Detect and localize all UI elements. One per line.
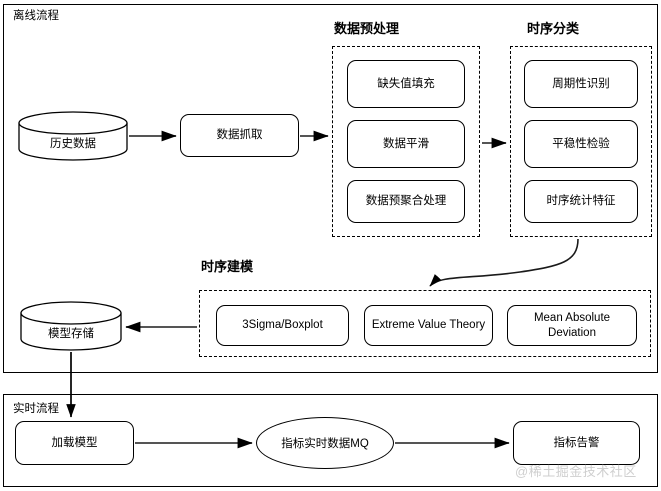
classify-item-2: 时序统计特征 (524, 180, 638, 223)
model-store-label: 模型存储 (48, 328, 94, 340)
modeling-item-0: 3Sigma/Boxplot (216, 305, 349, 346)
classify-item-1-label: 平稳性检验 (552, 137, 610, 150)
preprocess-group-title: 数据预处理 (334, 21, 400, 36)
metric-alarm-node: 指标告警 (513, 421, 640, 465)
preprocess-item-0: 缺失值填充 (347, 60, 465, 108)
load-model-label: 加载模型 (51, 436, 98, 449)
data-fetch-label: 数据抓取 (216, 129, 263, 142)
data-fetch-node: 数据抓取 (180, 114, 299, 157)
classify-item-0-label: 周期性识别 (552, 77, 610, 90)
modeling-item-2: Mean Absolute Deviation (507, 305, 637, 346)
preprocess-item-1: 数据平滑 (347, 120, 465, 168)
modeling-item-2-label: Mean Absolute Deviation (533, 311, 611, 339)
model-store-datastore: 模型存储 (20, 301, 122, 351)
preprocess-item-1-label: 数据平滑 (383, 137, 429, 150)
preprocess-group-box (332, 46, 480, 237)
modeling-item-1: Extreme Value Theory (364, 305, 493, 346)
classify-item-2-label: 时序统计特征 (546, 195, 616, 208)
modeling-item-0-label: 3Sigma/Boxplot (242, 319, 323, 332)
cylinder-shape (20, 301, 122, 351)
modeling-group-title: 时序建模 (201, 259, 254, 274)
modeling-group-box (199, 290, 651, 357)
offline-flow-label: 离线流程 (13, 10, 59, 22)
classify-group-title: 时序分类 (527, 21, 580, 36)
preprocess-item-0-label: 缺失值填充 (377, 77, 435, 90)
preprocess-item-2-label: 数据预聚合处理 (365, 195, 447, 208)
preprocess-item-2: 数据预聚合处理 (347, 180, 465, 223)
metric-mq-label: 指标实时数据MQ (281, 438, 369, 450)
history-data-datastore: 历史数据 (18, 111, 128, 161)
modeling-item-1-label: Extreme Value Theory (371, 319, 486, 332)
classify-item-1: 平稳性检验 (524, 120, 638, 168)
metric-mq-node: 指标实时数据MQ (256, 417, 394, 469)
classify-item-0: 周期性识别 (524, 60, 638, 108)
metric-alarm-label: 指标告警 (553, 436, 600, 449)
cylinder-shape (18, 111, 128, 161)
watermark-label: @稀土掘金技术社区 (515, 464, 637, 479)
load-model-node: 加载模型 (15, 421, 134, 465)
realtime-flow-label: 实时流程 (13, 403, 59, 415)
history-data-label: 历史数据 (50, 138, 96, 150)
classify-group-box (510, 46, 652, 237)
